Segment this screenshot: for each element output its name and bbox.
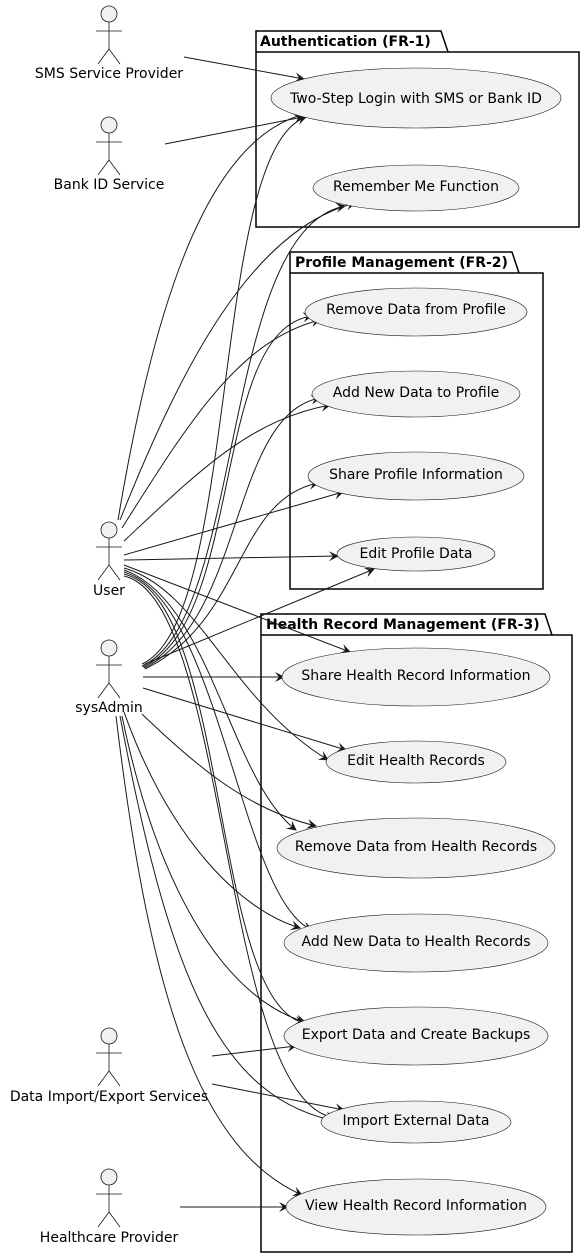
actor-sysadmin[interactable]: sysAdmin — [75, 639, 143, 716]
use-case-view-health-record-information-label: View Health Record Information — [305, 1198, 527, 1214]
use-case-remove-data-from-profile-ellipse — [304, 287, 528, 337]
use-case-add-new-data-to-profile-label: Add New Data to Profile — [333, 385, 499, 401]
edge-user-to-share-profile — [123, 489, 344, 556]
use-case-remove-data-from-health-records-ellipse — [276, 817, 556, 879]
use-case-export-data-and-create-backups-ellipse — [283, 1006, 549, 1066]
use-case-remember-me[interactable]: Remember Me Function — [312, 164, 520, 212]
actor-sysadmin-label: sysAdmin — [75, 700, 143, 716]
use-case-add-new-data-to-health-records[interactable]: Add New Data to Health Records — [283, 913, 549, 973]
stick-figure-icon — [96, 1027, 122, 1087]
use-case-remove-data-from-health-records[interactable]: Remove Data from Health Records — [276, 817, 556, 879]
actor-sms-service-provider-label: SMS Service Provider — [35, 66, 183, 82]
edge-sysadmin-to-export — [121, 715, 306, 1025]
stick-figure-icon — [96, 639, 122, 699]
use-case-import-external-data-label: Import External Data — [343, 1113, 490, 1129]
use-case-import-external-data[interactable]: Import External Data — [320, 1100, 512, 1144]
edge-user-to-remove-health — [123, 569, 297, 831]
use-case-export-data-and-create-backups[interactable]: Export Data and Create Backups — [283, 1006, 549, 1066]
package-profile-management: Profile Management (FR-2) — [289, 251, 544, 590]
use-case-view-health-record-information[interactable]: View Health Record Information — [285, 1178, 547, 1236]
edge-user-to-share-health — [123, 564, 351, 654]
use-case-remove-data-from-profile-label: Remove Data from Profile — [326, 302, 506, 318]
actor-sms-service-provider[interactable]: SMS Service Provider — [35, 5, 183, 82]
use-case-two-step-login-label: Two-Step Login with SMS or Bank ID — [289, 91, 542, 107]
edge-user-to-edit-profile — [123, 551, 339, 562]
edge-sms-to-two-step-login — [183, 56, 305, 83]
package-authentication-frame — [255, 30, 580, 228]
package-health-record-management: Health Record Management (FR-3) — [260, 613, 573, 1253]
use-case-edit-profile-data-label: Edit Profile Data — [360, 546, 473, 562]
actor-healthcare-provider[interactable]: Healthcare Provider — [40, 1168, 179, 1246]
use-case-share-health-record-information-label: Share Health Record Information — [301, 668, 530, 684]
edge-user-to-remember-me — [119, 200, 356, 521]
stick-figure-icon — [96, 521, 122, 581]
actor-healthcare-provider-label: Healthcare Provider — [40, 1230, 179, 1246]
edge-sysadmin-to-two-step-login — [141, 115, 307, 665]
package-profile-management-frame — [289, 251, 544, 590]
edge-user-to-two-step-login — [117, 111, 306, 521]
package-profile-management-title: Profile Management (FR-2) — [295, 255, 508, 271]
use-case-edit-health-records[interactable]: Edit Health Records — [325, 740, 507, 784]
use-case-edit-profile-data-ellipse — [336, 536, 496, 572]
use-case-export-data-and-create-backups-label: Export Data and Create Backups — [302, 1027, 531, 1043]
package-health-record-management-frame — [260, 613, 573, 1253]
use-case-share-profile-information-ellipse — [307, 451, 525, 501]
association-edges — [115, 56, 375, 1212]
package-authentication: Authentication (FR-1) — [255, 30, 580, 228]
use-case-add-new-data-to-health-records-label: Add New Data to Health Records — [301, 934, 530, 950]
edge-dataio-to-import — [211, 1083, 345, 1114]
stick-figure-icon — [96, 116, 122, 176]
edge-sysadmin-to-remove-health — [141, 713, 317, 829]
use-case-remove-data-from-health-records-label: Remove Data from Health Records — [295, 839, 537, 855]
use-case-edit-health-records-label: Edit Health Records — [347, 753, 485, 769]
use-case-edit-health-records-ellipse — [325, 740, 507, 784]
use-case-two-step-login[interactable]: Two-Step Login with SMS or Bank ID — [270, 67, 562, 129]
use-case-share-health-record-information[interactable]: Share Health Record Information — [281, 647, 551, 707]
edge-user-to-add-health — [123, 571, 313, 932]
actor-data-import-export-services[interactable]: Data Import/Export Services — [10, 1027, 208, 1105]
use-case-two-step-login-ellipse — [270, 67, 562, 129]
package-health-record-management-title: Health Record Management (FR-3) — [266, 617, 540, 633]
actor-user[interactable]: User — [93, 521, 125, 599]
edge-user-to-remove-profile — [121, 317, 321, 529]
edge-sysadmin-to-remove-profile — [142, 312, 313, 668]
edge-dataio-to-export — [211, 1042, 297, 1057]
actor-user-label: User — [93, 583, 125, 599]
use-case-import-external-data-ellipse — [320, 1100, 512, 1144]
use-case-remember-me-label: Remember Me Function — [333, 179, 499, 195]
use-case-add-new-data-to-health-records-ellipse — [283, 913, 549, 973]
stick-figure-icon — [96, 5, 122, 65]
edge-sysadmin-to-import — [119, 715, 341, 1126]
edge-user-to-import — [123, 575, 336, 1122]
use-case-share-profile-information-label: Share Profile Information — [329, 467, 503, 483]
edge-sysadmin-to-add-health — [123, 711, 301, 931]
use-case-remove-data-from-profile[interactable]: Remove Data from Profile — [304, 287, 528, 337]
use-case-share-health-record-information-ellipse — [281, 647, 551, 707]
actor-bank-id-service-label: Bank ID Service — [54, 177, 165, 193]
use-case-edit-profile-data[interactable]: Edit Profile Data — [336, 536, 496, 572]
edge-user-to-export — [123, 573, 305, 1026]
edge-sysadmin-to-view — [115, 715, 303, 1196]
stick-figure-icon — [96, 1168, 122, 1228]
use-case-share-profile-information[interactable]: Share Profile Information — [307, 451, 525, 501]
actor-bank-id-service[interactable]: Bank ID Service — [54, 116, 165, 193]
package-authentication-title: Authentication (FR-1) — [260, 34, 431, 50]
edge-sysadmin-to-edit-health — [142, 687, 347, 753]
edge-sysadmin-to-add-profile — [143, 394, 321, 669]
edge-user-to-add-profile — [123, 401, 331, 542]
use-case-view-health-record-information-ellipse — [285, 1178, 547, 1236]
edge-bankid-to-two-step-login — [164, 113, 304, 145]
actor-data-import-export-services-label: Data Import/Export Services — [10, 1089, 208, 1105]
edge-sysadmin-to-edit-profile — [144, 567, 375, 665]
use-case-remember-me-ellipse — [312, 164, 520, 212]
edge-sysadmin-to-share-profile — [144, 479, 319, 670]
edge-sysadmin-to-remember-me — [141, 202, 346, 667]
use-case-add-new-data-to-profile[interactable]: Add New Data to Profile — [311, 370, 521, 418]
use-case-add-new-data-to-profile-ellipse — [311, 370, 521, 418]
